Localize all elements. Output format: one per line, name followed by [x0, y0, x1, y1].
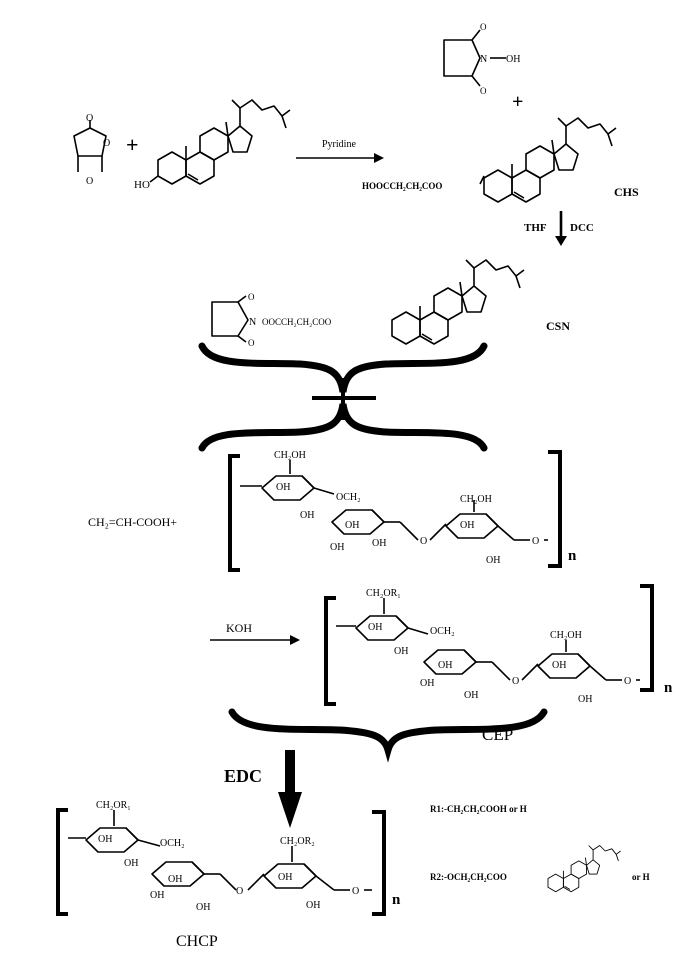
ch2oh-label-1: CH₂OH	[274, 450, 306, 461]
plus-sign-2: +	[512, 91, 523, 113]
koh-label: KOH	[226, 621, 252, 635]
oh-2f: OH	[552, 660, 566, 671]
glyco-o-5: O	[236, 886, 243, 897]
nhs-oh: OH	[506, 54, 520, 65]
plus-sign-1: +	[126, 132, 139, 157]
glyco-o-1: O	[420, 536, 427, 547]
oh-2b: OH	[394, 646, 408, 657]
r2-steroid	[547, 845, 622, 893]
csn-o-top: O	[248, 292, 255, 302]
bracket-left-1	[228, 454, 240, 572]
cholesterol-structure	[149, 99, 291, 185]
ch2oh-label-3: CH₂OH	[550, 630, 582, 641]
oh-1a: OH	[276, 482, 290, 493]
oh-3g: OH	[306, 900, 320, 911]
oh-1c: OH	[345, 520, 359, 531]
oh-1b: OH	[300, 510, 314, 521]
repeat-n-3: n	[392, 892, 401, 908]
oh-2d: OH	[420, 678, 434, 689]
chs-chain-label: HOOCCH₂CH₂COO	[362, 181, 442, 191]
r2-or-h: or H	[632, 872, 650, 882]
csn-label: CSN	[546, 319, 570, 333]
pyridine-label: Pyridine	[322, 139, 356, 150]
glyco-o-6: O	[352, 886, 359, 897]
thf-dcc-arrow	[555, 211, 567, 246]
glyco-o-4: O	[624, 676, 631, 687]
koh-arrow	[210, 635, 300, 645]
bracket-left-3	[56, 808, 68, 916]
dcc-label: DCC	[570, 222, 594, 234]
anhydride-o-top: O	[86, 113, 93, 124]
r2-definition: R2:-OCH₂CH₂COO	[430, 872, 507, 882]
oh-3c: OH	[168, 874, 182, 885]
nhs-n: N	[480, 54, 487, 65]
repeat-n-2: n	[664, 680, 673, 696]
ch2or1-label-1: CH₂OR₁	[366, 588, 401, 599]
oh-1g: OH	[486, 555, 500, 566]
repeat-n-1: n	[568, 548, 577, 564]
chcp-label: CHCP	[176, 933, 218, 950]
pyridine-arrow	[296, 153, 384, 163]
csn-chain-label: OOCCH₂CH₂COO	[262, 317, 332, 327]
ch2or2-label: CH₂OR₂	[280, 836, 315, 847]
anhydride-o-ring: O	[103, 138, 110, 149]
oh-1d: OH	[330, 542, 344, 553]
polysaccharide-1	[240, 460, 548, 541]
csn-succinimide-ring: O O	[211, 292, 255, 348]
ch2oh-label-2: CH₂OH	[460, 494, 492, 505]
polysaccharide-2	[336, 598, 640, 681]
csn-o-bottom: O	[248, 338, 255, 348]
acrylic-acid-label: CH₂=CH-COOH+	[88, 515, 177, 529]
csn-steroid	[391, 259, 525, 345]
polysaccharide-3	[68, 810, 372, 891]
edc-label: EDC	[224, 766, 262, 786]
oh-3d: OH	[150, 890, 164, 901]
cep-label: CEP	[482, 725, 513, 744]
anhydride-o-bottom: O	[86, 176, 93, 187]
curly-brace-bottom	[198, 403, 488, 452]
oh-2g: OH	[578, 694, 592, 705]
bracket-right-2	[640, 584, 654, 692]
ch2or1-label-2: CH₂OR₁	[96, 800, 131, 811]
glyco-o-3: O	[512, 676, 519, 687]
n-hydroxysuccinimide: O O N	[443, 22, 506, 96]
thf-label: THF	[524, 222, 547, 234]
oh-3b: OH	[124, 858, 138, 869]
succinic-anhydride: O O O	[73, 113, 110, 187]
oh-2a: OH	[368, 622, 382, 633]
nhs-o-bottom: O	[480, 86, 487, 96]
bracket-left-2	[324, 596, 336, 706]
curly-brace-cep	[228, 708, 548, 763]
csn-n: N	[249, 317, 256, 328]
nhs-o-top: O	[480, 22, 487, 32]
oh-1e: OH	[372, 538, 386, 549]
bracket-right-3	[372, 810, 386, 916]
och2-label-2: OCH₂	[430, 626, 455, 637]
edc-arrow	[278, 750, 302, 828]
r1-definition: R1:-CH₂CH₂COOH or H	[430, 804, 527, 814]
oh-3a: OH	[98, 834, 112, 845]
oh-3e: OH	[196, 902, 210, 913]
oh-2c: OH	[438, 660, 452, 671]
glyco-o-2: O	[532, 536, 539, 547]
chs-structure	[479, 117, 617, 203]
oh-2e: OH	[464, 690, 478, 701]
och2-label-3: OCH₂	[160, 838, 185, 849]
och2-label-1: OCH₂	[336, 492, 361, 503]
oh-1f: OH	[460, 520, 474, 531]
oh-3f: OH	[278, 872, 292, 883]
chs-label: CHS	[614, 185, 639, 199]
bracket-right-1	[548, 450, 562, 568]
hydroxyl-label: HO	[134, 179, 150, 191]
